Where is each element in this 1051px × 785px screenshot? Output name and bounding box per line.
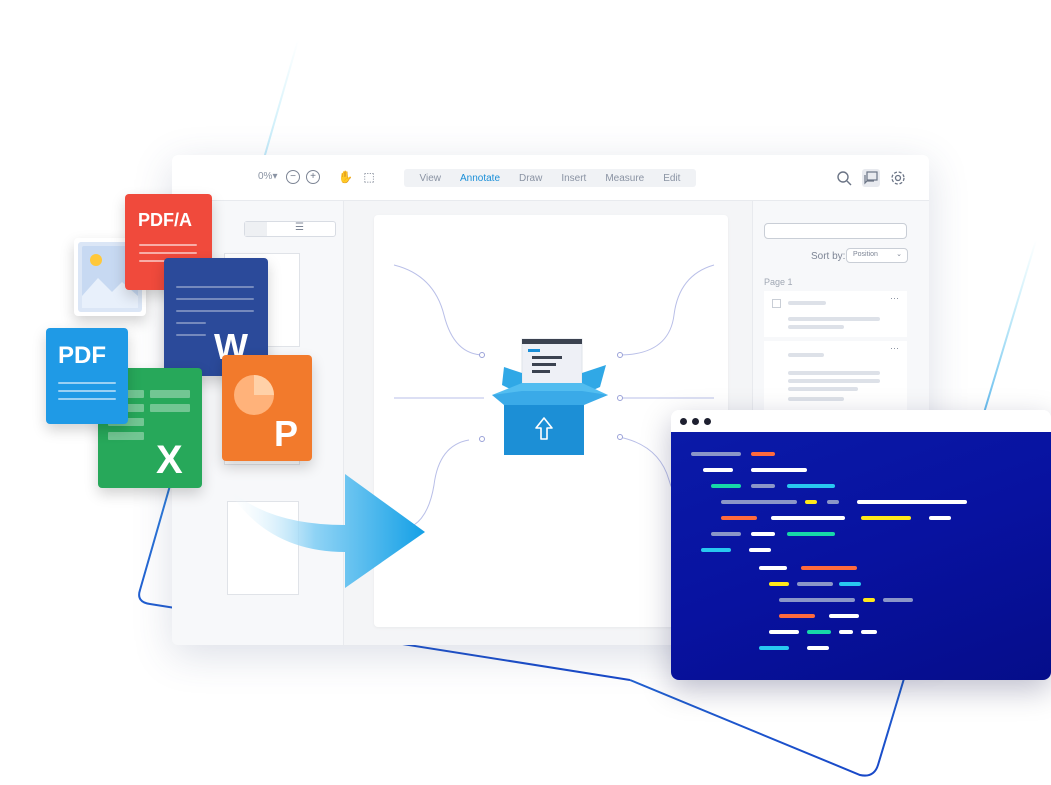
tab-annotate[interactable]: Annotate xyxy=(459,172,501,184)
toolbar: 0%▾ − + ✋ ⬚ View Annotate Draw Insert Me… xyxy=(172,155,929,201)
tab-draw[interactable]: Draw xyxy=(519,172,543,184)
sort-by-label: Sort by: xyxy=(811,251,846,262)
window-dot-icon xyxy=(704,418,711,425)
search-icon[interactable] xyxy=(835,169,853,187)
ribbon-tabs: View Annotate Draw Insert Measure Edit xyxy=(404,169,696,187)
powerpoint-file-icon: P xyxy=(222,355,312,461)
frame-bottom-line xyxy=(629,239,1037,777)
frame-left-line xyxy=(138,39,631,681)
window-dot-icon xyxy=(692,418,699,425)
zoom-in-icon[interactable]: + xyxy=(306,170,320,184)
tab-insert[interactable]: Insert xyxy=(561,172,587,184)
code-editor-window xyxy=(671,410,1051,680)
zoom-out-icon[interactable]: − xyxy=(286,170,300,184)
note-card[interactable]: ··· xyxy=(764,341,907,419)
upload-box-icon xyxy=(492,338,608,455)
page-group-label: Page 1 xyxy=(764,277,793,287)
page-thumbnail-3[interactable] xyxy=(227,501,299,595)
more-options-icon[interactable]: ··· xyxy=(890,293,899,303)
conversion-arrow-icon xyxy=(225,474,425,588)
document-illustration xyxy=(393,264,715,526)
note-checkbox[interactable] xyxy=(772,299,781,308)
window-dot-icon xyxy=(680,418,687,425)
zoom-value[interactable]: 0%▾ xyxy=(258,171,278,182)
notes-search-input[interactable] xyxy=(764,223,907,239)
thumbnail-view-segment[interactable] xyxy=(245,222,267,236)
sort-by-select[interactable]: Position ⌄ xyxy=(846,248,908,263)
code-lines xyxy=(671,432,1051,680)
chevron-down-icon: ⌄ xyxy=(896,251,902,258)
settings-icon[interactable] xyxy=(889,169,907,187)
comments-icon[interactable] xyxy=(862,169,880,187)
document-page[interactable] xyxy=(374,215,728,627)
select-tool-icon[interactable]: ⬚ xyxy=(363,170,375,184)
tab-view[interactable]: View xyxy=(419,172,441,184)
outline-list-icon[interactable]: ☰ xyxy=(295,222,304,233)
note-card[interactable]: ··· xyxy=(764,291,907,337)
pdf-file-icon: PDF xyxy=(46,328,128,424)
more-options-icon[interactable]: ··· xyxy=(890,343,899,353)
tab-measure[interactable]: Measure xyxy=(605,172,645,184)
editor-titlebar xyxy=(671,410,1051,432)
tab-edit[interactable]: Edit xyxy=(663,172,681,184)
pan-hand-icon[interactable]: ✋ xyxy=(338,170,353,184)
panel-view-toggle[interactable]: ☰ xyxy=(244,221,336,237)
